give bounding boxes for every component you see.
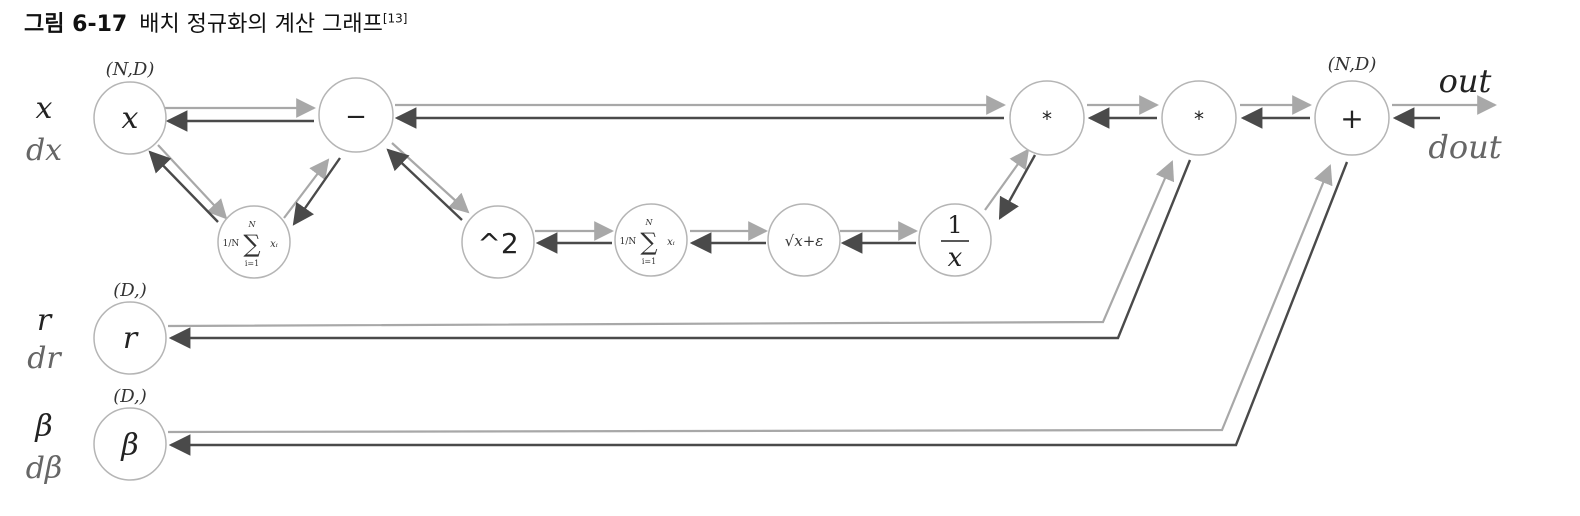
label-out: out — [1439, 62, 1492, 100]
figure-title: 배치 정규화의 계산 그래프 — [139, 12, 383, 37]
node-multiply-1: * — [1009, 80, 1085, 156]
backward-edges — [148, 107, 1440, 456]
edge-add-to-beta-bwd — [168, 161, 1349, 456]
node-r: r — [93, 301, 167, 375]
node-x: x — [93, 81, 167, 155]
node-multiply-1-label: * — [1042, 107, 1052, 131]
edge-mul2-to-r-bwd — [168, 159, 1192, 349]
node-mean2: 1/N N ∑ xᵢ i=1 — [614, 203, 688, 277]
shape-x: (N,D) — [106, 59, 155, 80]
node-mean1-frac: 1/N — [223, 239, 240, 249]
node-mean1-top: N — [248, 220, 257, 229]
node-mean1-var: xᵢ — [270, 239, 278, 250]
node-mean2-frac: 1/N — [620, 237, 637, 247]
forward-edges — [157, 95, 1497, 434]
node-mean1-bottom: i=1 — [245, 259, 259, 268]
node-multiply-2-label: * — [1194, 107, 1204, 131]
node-add-label: + — [1340, 102, 1363, 135]
node-square: ^2 — [461, 205, 535, 279]
edge-x-to-mean1-fwd — [157, 144, 228, 220]
node-beta: β — [93, 407, 167, 481]
node-mean2-top: N — [645, 218, 654, 227]
figure-caption: 그림 6-17 배치 정규화의 계산 그래프[13] — [24, 6, 407, 38]
edge-mul1-to-inv-bwd — [998, 154, 1037, 220]
node-mean1: 1/N N ∑ xᵢ i=1 — [217, 205, 291, 279]
edge-sq-to-sub-bwd — [386, 148, 463, 221]
label-x: x — [36, 91, 53, 126]
node-mean1-sum: ∑ — [243, 230, 260, 258]
figure-number: 그림 6-17 — [24, 12, 128, 37]
node-x-label: x — [122, 101, 139, 136]
edge-mean1-to-x-bwd — [148, 150, 219, 223]
side-labels: x dx r dr β dβ out dout — [26, 62, 1502, 486]
edge-sub-to-sq-fwd — [391, 142, 470, 214]
node-mean2-sum: ∑ — [640, 228, 657, 256]
node-r-label: r — [123, 321, 139, 356]
label-dx: dx — [26, 133, 62, 168]
shape-out: (N,D) — [1328, 54, 1377, 75]
shape-annotations: (N,D) (D,) (D,) (N,D) — [106, 54, 1377, 407]
edge-r-to-mul2-fwd — [167, 160, 1175, 328]
node-sqrt-label: √x+ε — [785, 232, 824, 250]
node-mean2-var: xᵢ — [667, 237, 675, 248]
edge-beta-to-add-fwd — [167, 164, 1333, 434]
shape-r: (D,) — [113, 280, 147, 301]
label-dout: dout — [1428, 128, 1501, 166]
label-dbeta: dβ — [26, 451, 63, 486]
label-beta: β — [34, 409, 52, 444]
label-r: r — [37, 303, 53, 338]
node-multiply-2: * — [1161, 80, 1237, 156]
node-mean2-bottom: i=1 — [642, 257, 656, 266]
node-add: + — [1314, 80, 1390, 156]
node-beta-label: β — [120, 428, 138, 463]
edge-mean1-to-sub-fwd — [283, 158, 330, 219]
figure-reference: [13] — [382, 11, 408, 26]
edge-inv-to-mul1-fwd — [984, 148, 1030, 211]
node-subtract: − — [318, 77, 394, 153]
node-sqrt: √x+ε — [767, 203, 841, 277]
node-inverse-numerator: 1 — [947, 211, 962, 239]
label-dr: dr — [27, 341, 62, 376]
node-inverse: 1 x — [918, 203, 992, 277]
node-square-label: ^2 — [477, 227, 518, 260]
node-subtract-label: − — [345, 102, 367, 132]
edge-sub-to-mean1-bwd — [292, 157, 341, 226]
shape-beta: (D,) — [113, 386, 147, 407]
node-inverse-denominator: x — [948, 243, 963, 273]
